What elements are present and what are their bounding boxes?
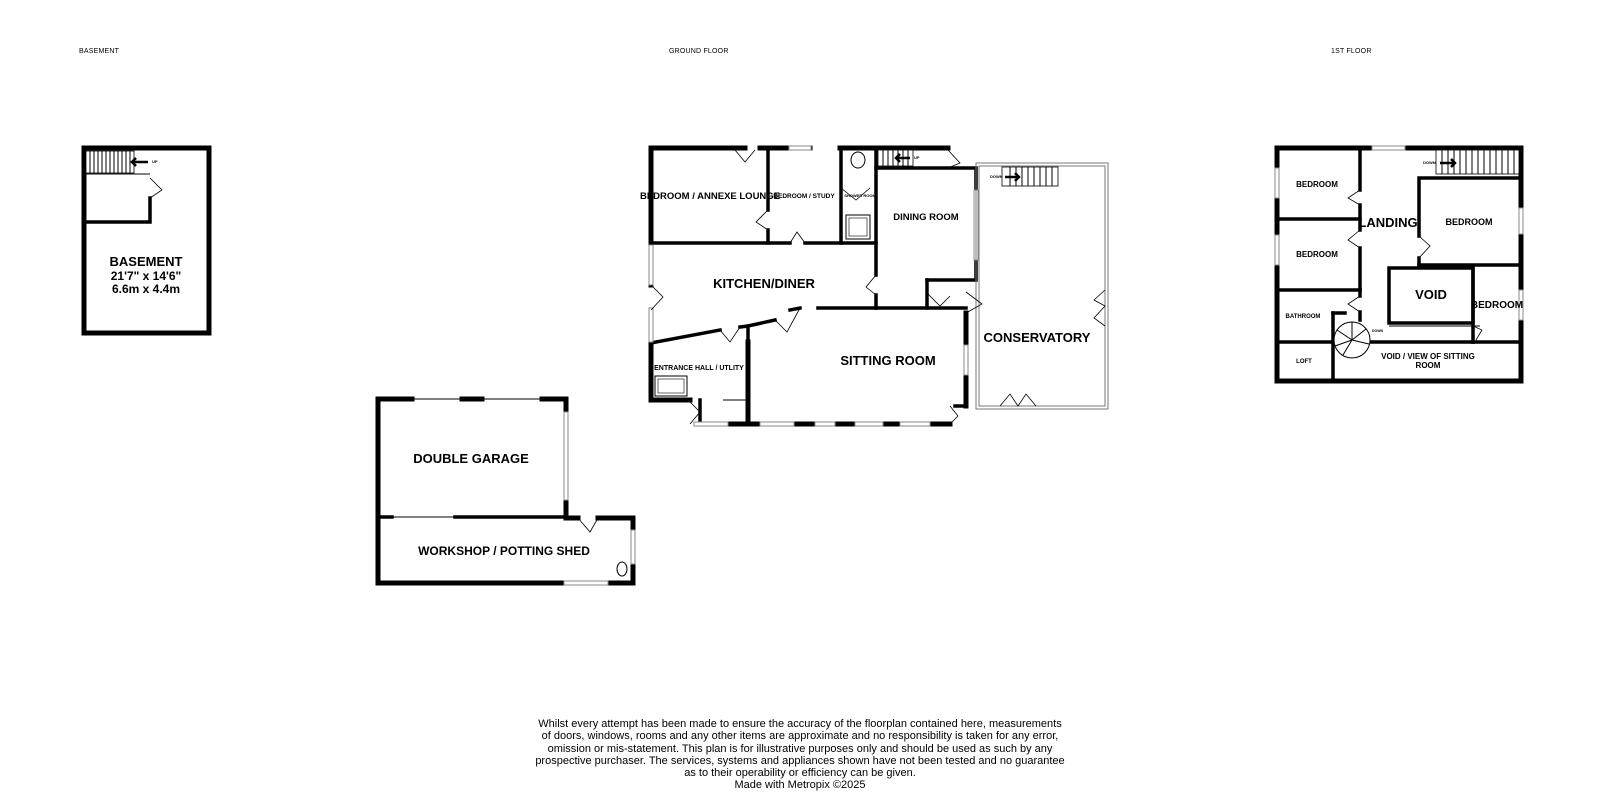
room-label-void: VOID [1415,287,1447,302]
room-label-double-garage: DOUBLE GARAGE [413,451,529,466]
first-floor-title: 1ST FLOOR [1331,48,1372,55]
ground-floor-plan: DOWN UP BEDROO [640,145,1109,427]
room-label-bedroom-annexe-lounge: BEDROOM / ANNEXE LOUNGE [640,191,780,202]
gf-window [648,244,654,286]
room-label-void-view-line2: ROOM [1416,361,1441,370]
wc-icon [850,151,866,169]
basement-dim-metric: 6.6m x 4.4m [112,282,180,296]
basement-staircase [85,150,135,174]
basement-up-arrow-icon [130,157,148,167]
ff-down-arrow-icon [1440,158,1457,168]
ff-outer-wall [1274,145,1524,384]
room-label-kitchen-diner: KITCHEN/DINER [713,276,815,291]
basement-up-label: UP [152,159,158,164]
basement-plan: UP BASEMENT 21'7" x 14'6" 6.6m x 4.4m [81,145,212,336]
disclaimer-line: Whilst every attempt has been made to en… [538,718,1062,730]
room-label-entrance-hall: ENTRANCE HALL / UTLITY [654,365,744,372]
room-label-landing: LANDING [1358,215,1417,230]
room-label-workshop: WORKSHOP / POTTING SHED [418,544,590,558]
conservatory-down-arrow-icon [1005,172,1021,182]
room-label-bedroom-1: BEDROOM [1296,180,1338,189]
disclaimer-line: omission or mis-statement. This plan is … [547,742,1053,755]
gf-door-icon [734,149,756,163]
basement-stair-wall [84,196,152,224]
ground-floor-title: GROUND FLOOR [669,48,729,55]
room-label-bedroom-study: BEDROOM / STUDY [773,193,835,200]
room-label-dining-room: DINING ROOM [893,212,959,223]
first-floor-plan: DOWN DOWN BEDROOM BEDROOM LANDING BEDROO… [1274,145,1524,384]
conservatory-down-label: DOWN [990,174,1003,179]
gf-window [788,145,812,151]
first-floor-staircase [1435,149,1520,175]
basement-dim-imperial: 21'7" x 14'6" [111,269,181,283]
room-label-void-view-line1: VOID / VIEW OF SITTING [1381,352,1475,361]
garage-outer-wall [375,396,636,586]
spiral-staircase [1333,321,1371,359]
basement-door-icon [149,177,163,199]
room-label-shower-room: SHOWER ROOM [844,193,876,198]
basement-room-label: BASEMENT [110,254,183,269]
disclaimer-line: as to their operability or efficiency ca… [684,767,916,780]
ground-up-label: UP [914,155,920,160]
disclaimer-text: Whilst every attempt has been made to en… [520,718,1080,792]
shower-tray-icon [845,214,871,240]
room-label-bathroom: BATHROOM [1286,314,1321,320]
disclaimer-line: prospective purchaser. The services, sys… [535,754,1065,767]
room-label-bedroom-3: BEDROOM [1446,217,1493,227]
room-label-loft: LOFT [1296,359,1312,365]
room-label-sitting-room: SITTING ROOM [840,353,935,368]
ff-down-label: DOWN [1423,160,1436,165]
disclaimer-line: of doors, windows, rooms and any other i… [541,730,1059,743]
workshop-wc-icon [616,561,628,577]
gf-window [648,307,654,343]
ground-up-arrow-icon [894,153,910,163]
gf-west-north-wall [648,145,748,288]
utility-sink-icon [654,375,688,397]
room-label-bedroom-2: BEDROOM [1296,250,1338,259]
conservatory-frame [965,162,1109,410]
garage-door-icon [577,517,599,533]
basement-floor-title: BASEMENT [79,48,120,55]
garage-plan: DOUBLE GARAGE WORKSHOP / POTTING SHED [375,396,636,586]
basement-outer-wall [81,145,212,336]
room-label-bedroom-4: BEDROOM [1471,300,1523,311]
room-label-conservatory: CONSERVATORY [984,330,1091,345]
spiral-down-label: DOWN [1372,329,1384,333]
made-with-credit: Made with Metropix ©2025 [734,779,866,792]
